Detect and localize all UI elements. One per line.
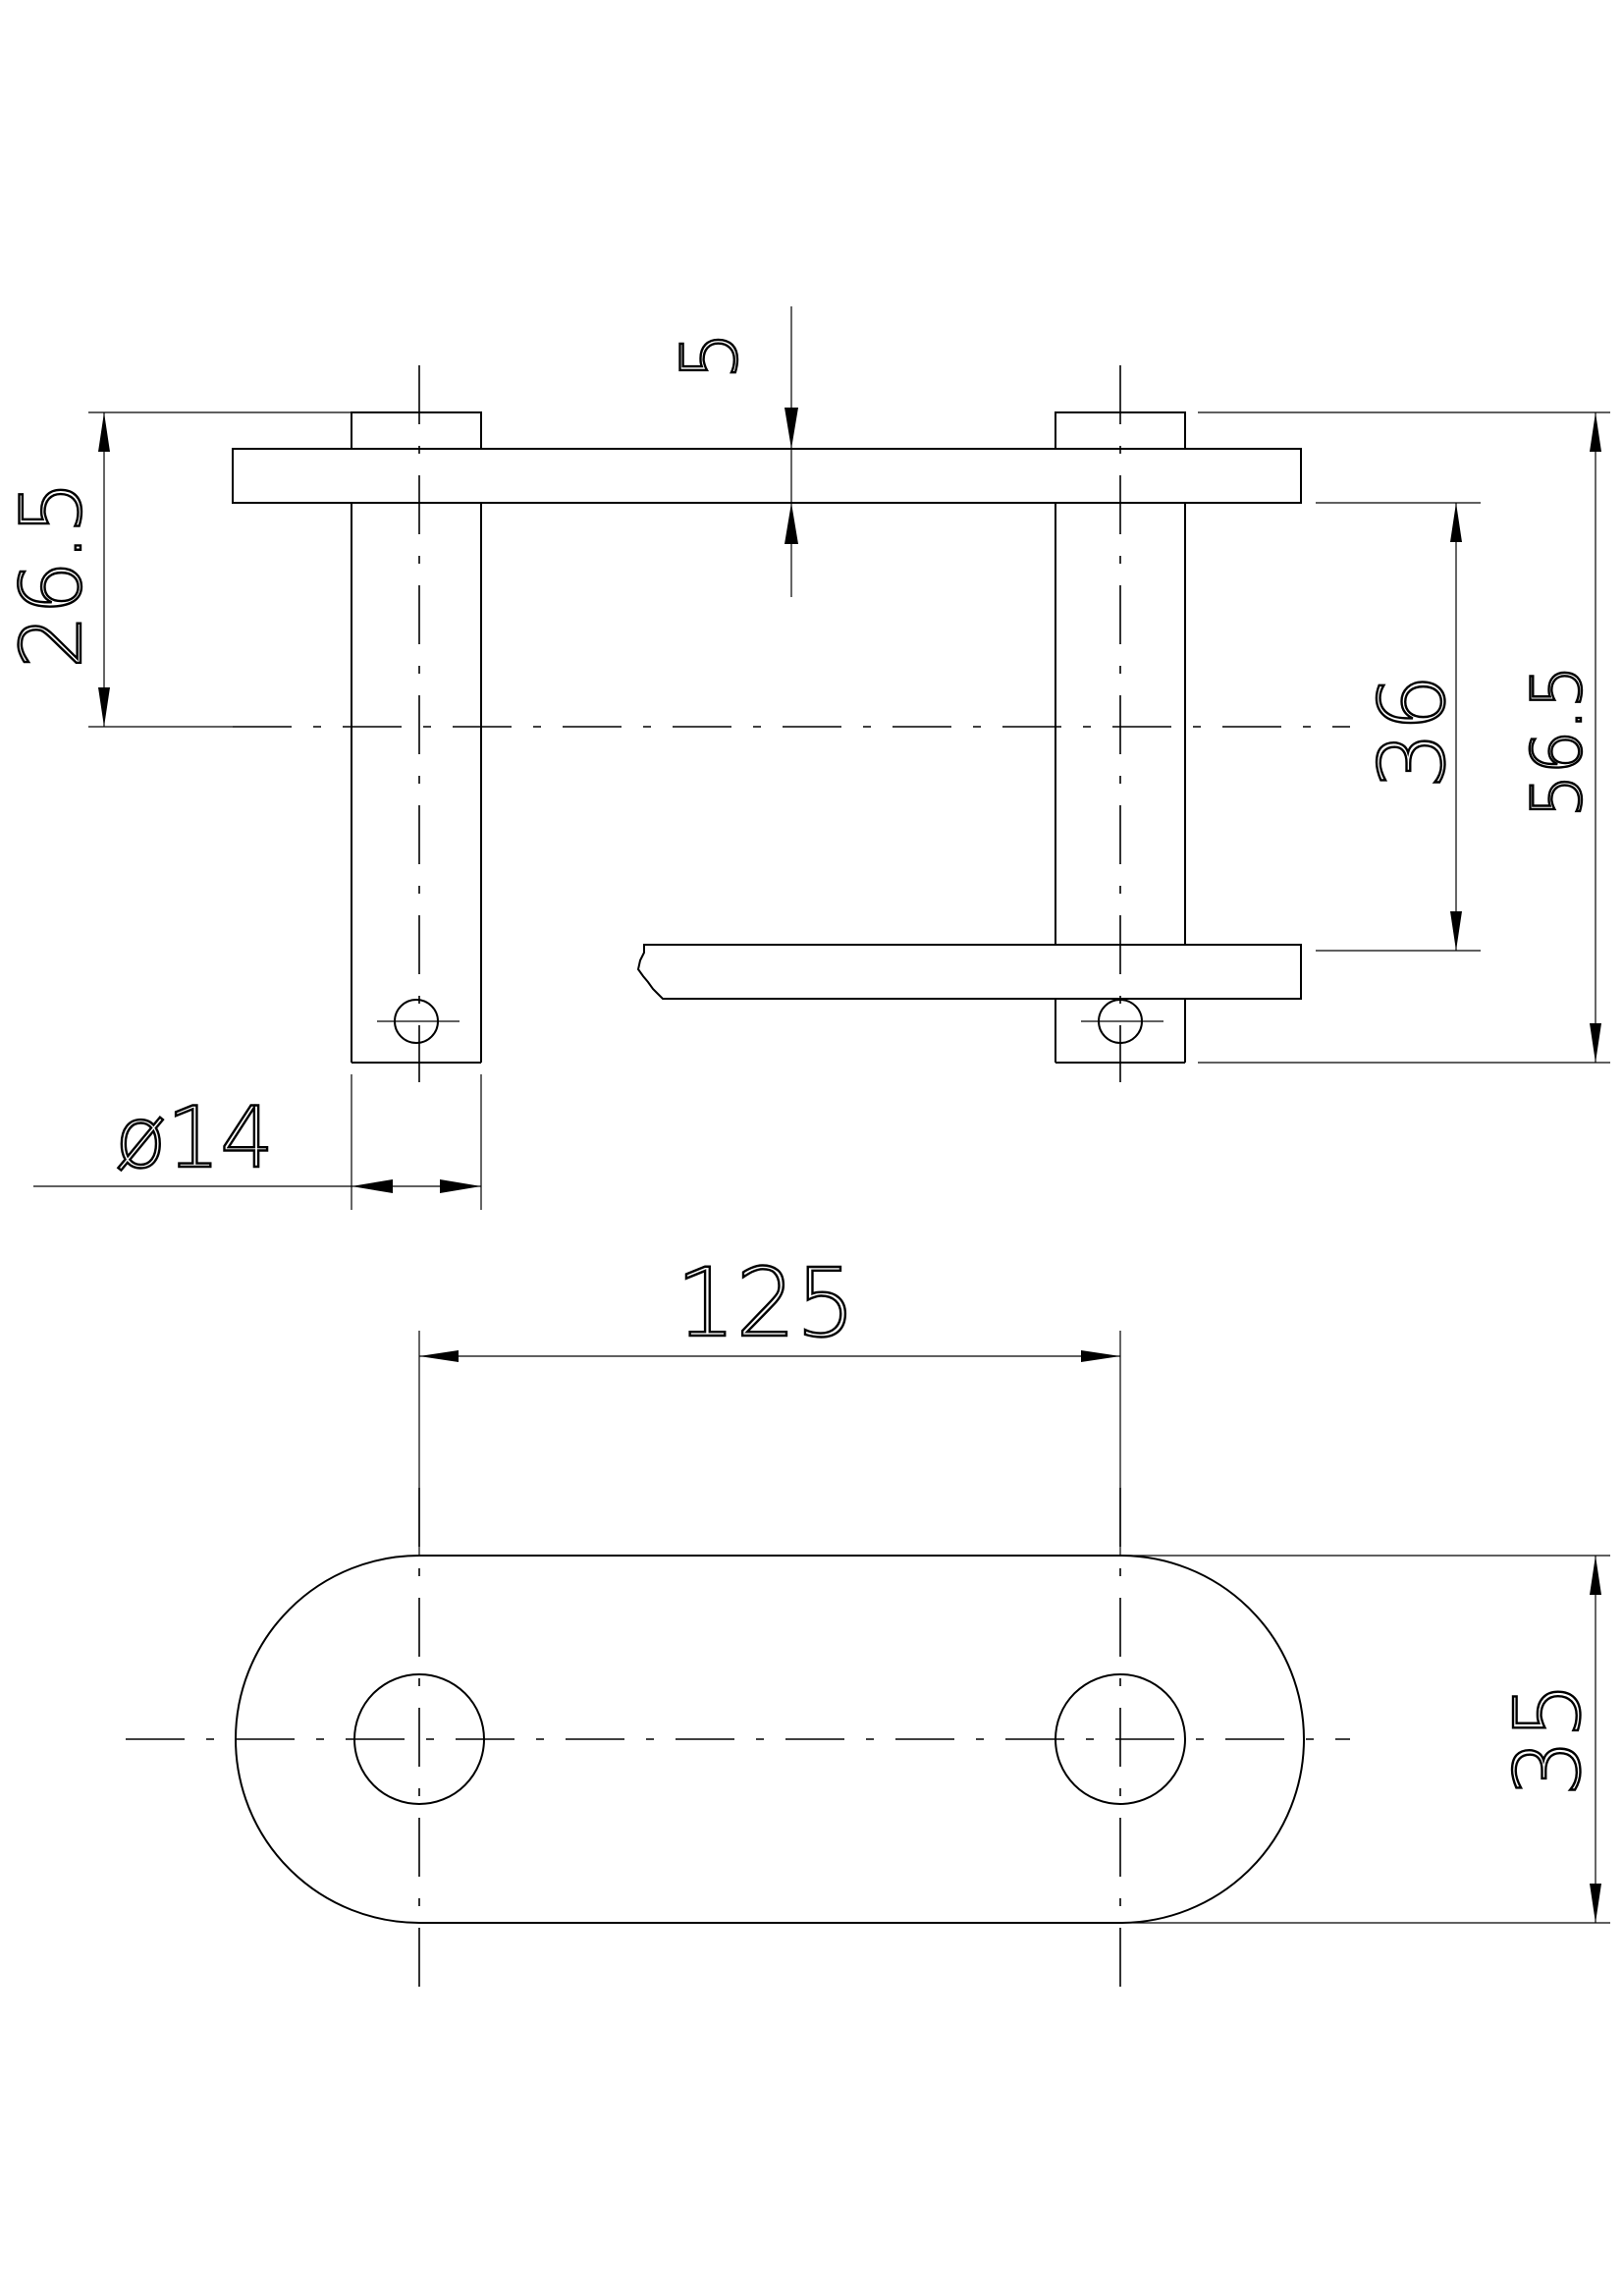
- top-view: 5 26.5 36 56.5: [2, 306, 1610, 1210]
- dim-pin-diameter-label: ø14: [115, 1089, 274, 1187]
- upper-plate: [232, 448, 1302, 504]
- dim-plate-thickness-label: 5: [667, 331, 755, 380]
- dim-inner-width: 36: [1316, 502, 1481, 952]
- side-view: 125 35: [126, 1247, 1610, 1998]
- dim-pitch-label: 125: [676, 1248, 855, 1358]
- dim-plate-height-label: 35: [1495, 1681, 1600, 1796]
- dim-plate-thickness: 5: [666, 306, 798, 597]
- dim-overall-height-label: 56.5: [1517, 665, 1597, 818]
- dim-pin-diameter: ø14: [33, 1074, 482, 1210]
- lower-plate: [636, 944, 1302, 1000]
- dim-overall-height: 56.5: [1198, 411, 1610, 1064]
- dim-inner-width-label: 36: [1360, 674, 1465, 789]
- dim-plate-height: 35: [1120, 1555, 1610, 1924]
- left-pin: [351, 411, 482, 1064]
- dim-pitch: 125: [418, 1247, 1121, 1556]
- dim-pin-offset: 26.5: [2, 411, 352, 728]
- dim-pin-offset-label: 26.5: [3, 480, 101, 668]
